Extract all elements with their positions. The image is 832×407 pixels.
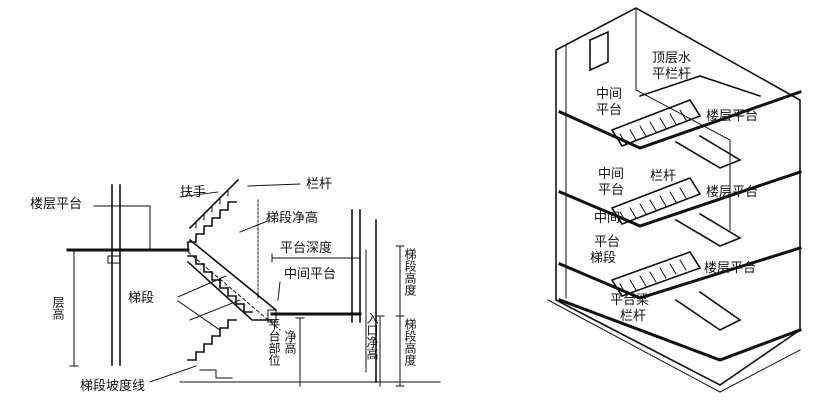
floor-slab-3: [558, 246, 802, 300]
mid-landing-3-label-b: 平台: [594, 235, 620, 250]
floor-landing-1-label: 楼层平台: [706, 109, 758, 124]
stair-section-diagram: 扶手 栏杆 楼层平台 梯段净高 平台深度 中间平台 梯段 层高 梯段坡度线 平台…: [30, 177, 441, 394]
flight-5: [610, 251, 702, 297]
flight-5-treads: [619, 259, 687, 295]
top-horizontal-rail: [638, 75, 762, 98]
handrail-leader: [179, 191, 219, 198]
landing-depth-label: 平台深度: [280, 240, 332, 256]
mid-landing-1-label-a: 中间: [596, 87, 622, 102]
lower-flight-steps: [187, 255, 253, 313]
flight-2: [674, 134, 742, 169]
landing-clearance-dim: [295, 317, 305, 387]
landing-clearance-label-a: 平台部位: [267, 318, 281, 366]
flight-3-treads: [619, 187, 687, 223]
landing-clearance-label-b: 净高: [283, 330, 297, 355]
slope-line: [187, 251, 281, 331]
slope-line-label: 梯段坡度线: [80, 378, 145, 394]
baluster-label: 栏杆: [306, 177, 332, 192]
baluster-2-label: 栏杆: [650, 169, 676, 184]
flight-1: [610, 99, 702, 147]
clearance-leader: [239, 219, 271, 233]
baluster-upper: [195, 189, 229, 229]
top-rail-label-a: 顶层水: [652, 51, 691, 66]
mid-landing-2-label-a: 中间: [598, 167, 624, 182]
right-wall: [351, 209, 377, 383]
handrail-label: 扶手: [180, 185, 206, 200]
mid-landing-label: 中间平台: [284, 267, 336, 282]
flight-6: [674, 290, 742, 331]
stair-height-label: 梯段高度: [403, 318, 417, 366]
mid-landing-3-label-a: 中间: [594, 211, 620, 226]
floor-landing-label: 楼层平台: [30, 197, 82, 212]
slope-leader: [149, 365, 197, 383]
stair-flight-label: 梯段: [128, 291, 154, 306]
entry-clearance-label: 入口净高: [365, 312, 379, 361]
window: [589, 30, 609, 72]
stair-axonometric-diagram: 顶层水 平栏杆 中间 平台 楼层平台 中间 平台 栏杆 楼层平台 中间 平台 梯…: [547, 7, 802, 393]
handrail-bottom: [189, 299, 241, 321]
mid-landing-2-label-b: 平台: [598, 183, 624, 198]
ground-steps: [199, 369, 233, 379]
mid-landing-leader: [277, 281, 281, 301]
floor-height-dim: [69, 249, 79, 367]
baluster-leader: [247, 183, 301, 187]
flight-height-dim: [395, 245, 405, 387]
handrail-lower: [188, 238, 278, 312]
bottom-flight-steps: [187, 319, 237, 361]
mid-landing-1-label-b: 平台: [596, 103, 622, 118]
flight-3: [610, 177, 702, 225]
stair-clearance-label: 梯段净高: [266, 210, 318, 226]
flight-label: 梯段: [590, 251, 616, 266]
landing-beam-label: 平台梁: [610, 293, 649, 308]
flight-leader: [177, 275, 227, 331]
flight-1-treads: [619, 109, 687, 145]
handrail-upper: [188, 178, 240, 230]
entry-clearance-dim: [375, 315, 385, 387]
left-wall: [555, 45, 567, 301]
baluster-3-label: 栏杆: [620, 309, 646, 324]
landing-depth-dim: [271, 253, 361, 263]
floor-slab-2: [558, 170, 802, 228]
flight-soffit: [186, 260, 273, 321]
flight-4: [674, 212, 742, 247]
floor-landing-2-label: 楼层平台: [706, 185, 758, 200]
slab-edge: [107, 255, 121, 264]
floor-landing-leader: [93, 205, 151, 251]
floor-slab-1: [558, 90, 802, 150]
ground-slab: [558, 298, 802, 362]
top-rail-label-b: 平栏杆: [652, 67, 691, 82]
upper-flight-steps: [187, 201, 237, 251]
floor-height-label: 层高: [51, 296, 65, 321]
flight-height-label: 梯段高度: [403, 248, 417, 296]
ground-line: [547, 299, 801, 393]
floor-landing-3-label: 楼层平台: [704, 261, 756, 276]
left-wall: [111, 184, 121, 366]
landing-beam: [267, 309, 277, 323]
